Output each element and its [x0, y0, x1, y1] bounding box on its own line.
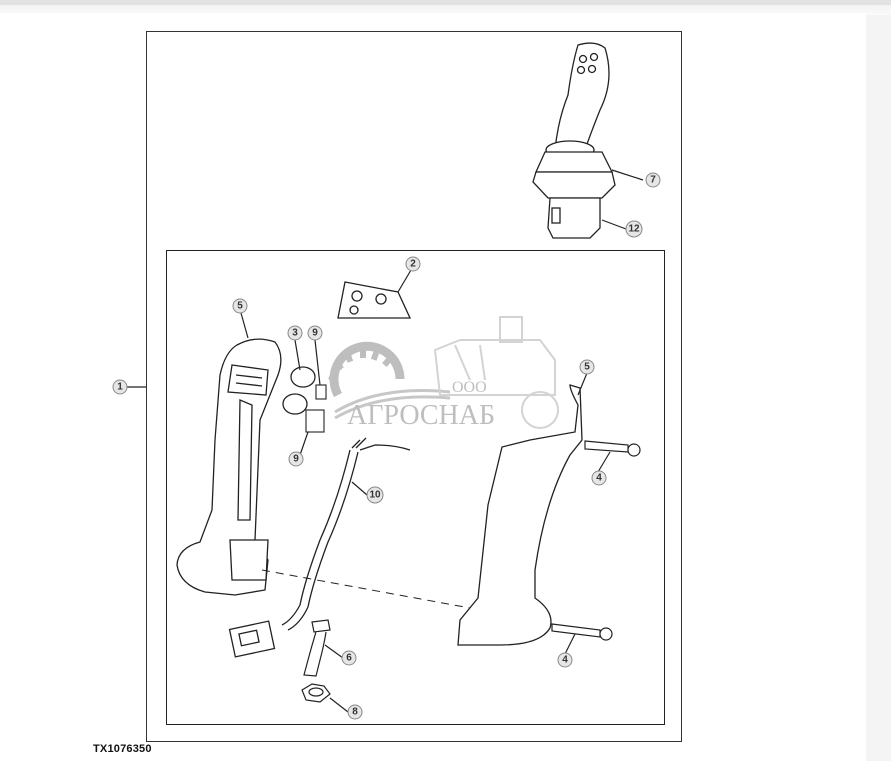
svg-text:ООО: ООО — [452, 379, 487, 396]
callout-5-clip: 5 — [579, 359, 595, 375]
svg-text:2: 2 — [410, 259, 416, 270]
screw-parts — [551, 440, 641, 641]
leader-lines — [127, 169, 644, 713]
callout-10: 10 — [366, 486, 384, 504]
svg-text:6: 6 — [346, 653, 352, 664]
handle-left-half — [176, 338, 282, 596]
exploded-view-frame — [166, 250, 665, 725]
alignment-line — [261, 569, 471, 609]
watermark-logo: ООО АГРОСНАБ — [328, 316, 559, 431]
callout-9-lower: 9 — [288, 451, 304, 467]
svg-text:9: 9 — [312, 328, 318, 339]
callout-9-upper: 9 — [307, 325, 323, 341]
svg-text:5: 5 — [584, 362, 590, 373]
svg-text:8: 8 — [352, 707, 358, 718]
svg-text:7: 7 — [650, 175, 656, 186]
callouts: 1 2 3 4 4 5 5 6 7 8 9 9 10 12 — [112, 172, 661, 720]
top-bar — [0, 0, 891, 5]
bolt-and-nut — [301, 619, 331, 703]
figure-id-label: TX1076350 — [93, 743, 152, 755]
buttons-part — [282, 366, 316, 415]
svg-text:9: 9 — [293, 454, 299, 465]
svg-text:3: 3 — [292, 328, 298, 339]
callout-4-upper: 4 — [591, 470, 607, 486]
svg-text:1: 1 — [117, 382, 123, 393]
switch-parts — [305, 384, 327, 433]
wiring-harness — [228, 437, 411, 658]
svg-text:10: 10 — [369, 490, 381, 501]
callout-4-lower: 4 — [557, 652, 573, 668]
outer-assembly-frame — [146, 31, 682, 742]
svg-text:АГРОСНАБ: АГРОСНАБ — [347, 400, 495, 431]
callout-6: 6 — [341, 650, 357, 666]
callout-1: 1 — [112, 379, 128, 395]
bracket-part — [337, 281, 412, 319]
svg-text:12: 12 — [628, 224, 640, 235]
callout-8: 8 — [347, 704, 363, 720]
handle-right-half — [457, 384, 583, 646]
svg-text:4: 4 — [596, 473, 602, 484]
svg-text:4: 4 — [562, 655, 568, 666]
callout-12: 12 — [625, 220, 643, 238]
callout-5-handle: 5 — [232, 298, 248, 314]
joystick-assembly — [532, 42, 616, 239]
svg-text:5: 5 — [237, 301, 243, 312]
callout-2: 2 — [405, 256, 421, 272]
page-shade — [0, 5, 891, 15]
callout-3: 3 — [287, 325, 303, 341]
callout-7: 7 — [645, 172, 661, 188]
